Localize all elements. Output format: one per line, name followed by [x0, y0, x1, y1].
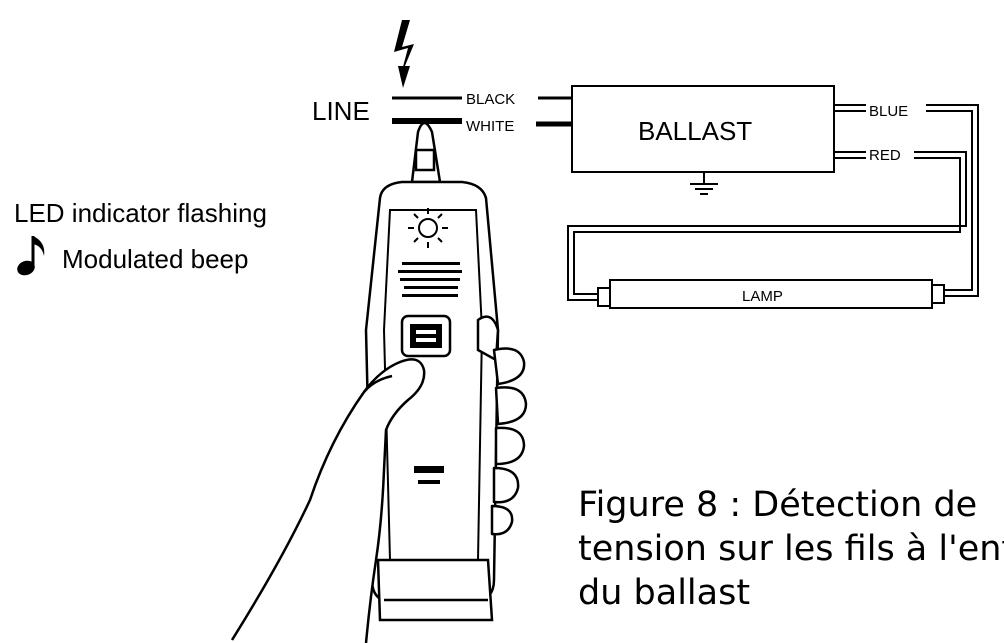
blue-wire [834, 104, 979, 297]
caption-line-2: tension sur les fils à l'ent [578, 529, 1004, 569]
beep-label: Modulated beep [62, 244, 248, 274]
caption-line-1: Figure 8 : Détection de [578, 485, 978, 525]
red-wire-label: RED [869, 147, 901, 164]
line-label: LINE [312, 96, 370, 126]
ballast-label: BALLAST [638, 116, 752, 146]
black-wire-label: BLACK [466, 91, 515, 108]
ballast-box [571, 85, 835, 173]
device-markings [398, 262, 462, 484]
white-wire [392, 118, 572, 127]
lamp-tube [597, 279, 945, 309]
music-note-icon [17, 236, 45, 276]
figure-caption: Figure 8 : Détection de tension sur les … [578, 483, 1004, 643]
white-wire-label: WHITE [466, 118, 514, 135]
voltage-detector [364, 121, 500, 622]
sun-led-icon [408, 208, 448, 248]
red-wire [567, 151, 967, 301]
lamp-label: LAMP [742, 288, 783, 305]
ground-icon [690, 172, 718, 195]
lightning-icon [394, 20, 414, 88]
led-indicator-label: LED indicator flashing [14, 198, 267, 228]
caption-line-3: du ballast [578, 573, 751, 613]
blue-wire-label: BLUE [869, 103, 908, 120]
hand [230, 347, 528, 643]
